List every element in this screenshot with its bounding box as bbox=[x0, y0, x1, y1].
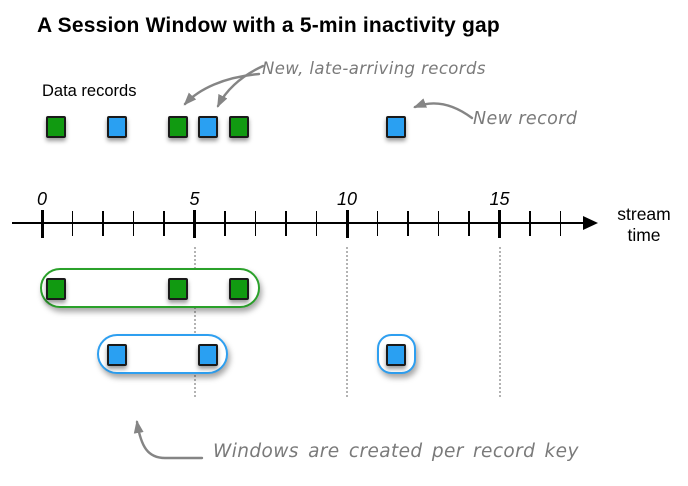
record-blue-new bbox=[385, 116, 406, 138]
axis-tick-0 bbox=[40, 210, 44, 238]
record-green bbox=[45, 116, 66, 138]
session-record-green bbox=[167, 278, 188, 300]
new-record-arrow bbox=[413, 98, 474, 120]
axis-tick-11 bbox=[376, 211, 379, 236]
late-records-annotation: New, late-arriving records bbox=[262, 59, 486, 78]
data-records-label: Data records bbox=[42, 82, 137, 100]
session-record-blue bbox=[106, 344, 127, 366]
dotted-guide-10 bbox=[346, 247, 348, 397]
session-record-green bbox=[45, 278, 66, 300]
record-blue-late bbox=[198, 116, 219, 138]
page-title: A Session Window with a 5-min inactivity… bbox=[37, 14, 500, 37]
axis-tick-6 bbox=[224, 211, 226, 236]
axis-tick-9 bbox=[315, 211, 318, 236]
record-green-late bbox=[167, 116, 188, 138]
session-record-green bbox=[228, 278, 249, 300]
axis-tick-3 bbox=[132, 211, 135, 236]
tick-label-15: 15 bbox=[489, 189, 510, 209]
session-record-blue bbox=[198, 344, 219, 366]
axis-arrowhead-icon bbox=[583, 216, 598, 230]
axis-tick-4 bbox=[163, 211, 165, 236]
tick-label-5: 5 bbox=[189, 189, 200, 209]
session-record-blue bbox=[385, 344, 406, 366]
axis-tick-1 bbox=[71, 211, 74, 236]
record-blue bbox=[106, 116, 127, 138]
dotted-guide-15 bbox=[498, 247, 501, 397]
stream-time-axis bbox=[12, 222, 595, 225]
axis-tick-12 bbox=[407, 211, 409, 236]
axis-tick-15 bbox=[498, 210, 501, 238]
late-record-arrow-2 bbox=[216, 64, 265, 108]
tick-label-0: 0 bbox=[36, 189, 48, 209]
axis-tick-2 bbox=[102, 211, 104, 236]
late-record-arrow-1 bbox=[183, 72, 261, 106]
dotted-guide-5 bbox=[193, 247, 196, 397]
windows-per-key-annotation: Windows are created per record key bbox=[213, 441, 579, 462]
windows-note-arrow bbox=[133, 420, 204, 460]
record-green bbox=[228, 116, 249, 138]
axis-tick-7 bbox=[254, 211, 257, 236]
tick-label-10: 10 bbox=[336, 189, 358, 209]
axis-tick-16 bbox=[529, 211, 531, 236]
axis-tick-13 bbox=[437, 211, 440, 236]
axis-tick-17 bbox=[559, 211, 562, 236]
axis-tick-14 bbox=[468, 211, 470, 236]
axis-tick-10 bbox=[345, 210, 349, 238]
new-record-annotation: New record bbox=[473, 109, 578, 129]
axis-tick-5 bbox=[193, 210, 196, 238]
axis-tick-8 bbox=[285, 211, 287, 236]
session-window-green-0 bbox=[39, 268, 261, 308]
axis-label-line2: time bbox=[627, 225, 661, 246]
axis-label-line1: stream bbox=[617, 204, 671, 224]
axis-label: stream time bbox=[601, 204, 687, 247]
